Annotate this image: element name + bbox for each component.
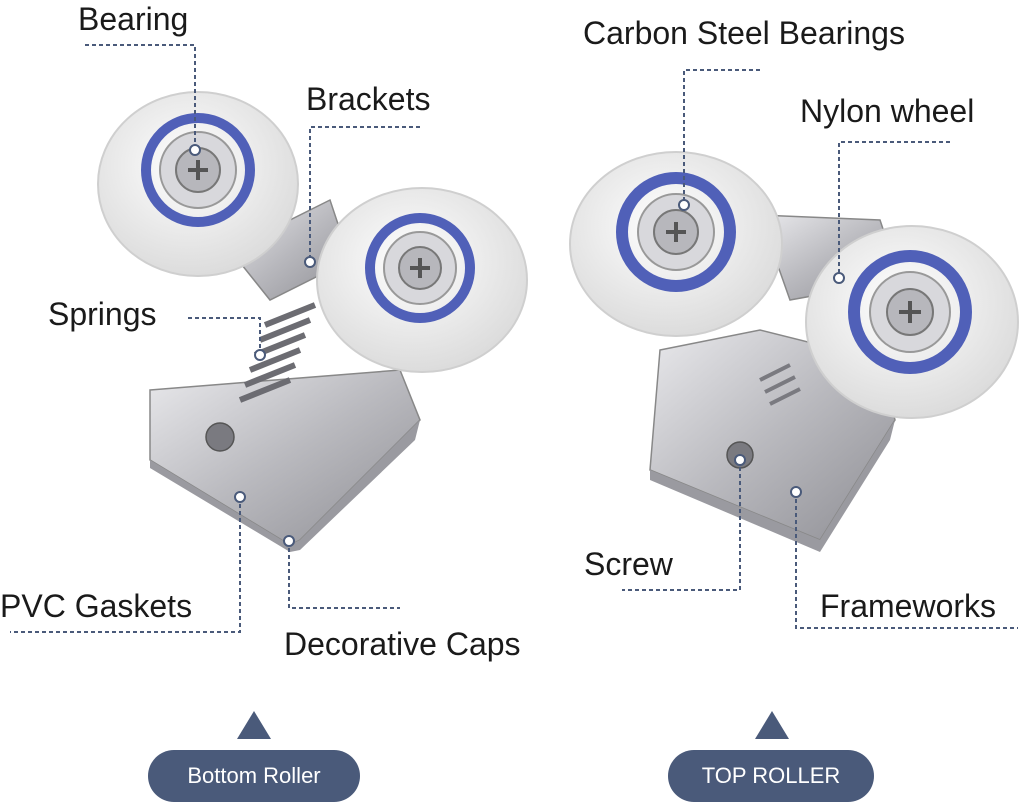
top-roller-wheel-2 [805,225,1019,419]
top-roller-screw-thread [759,363,801,406]
top-roller-pointer [755,711,789,739]
label-bearing: Bearing [78,1,189,37]
bottom-roller-pointer [237,711,271,739]
bottom-roller-caption: Bottom Roller [148,750,360,802]
top-roller-wheel-1 [569,151,783,337]
bottom-roller-spring [238,302,317,403]
bottom-roller-wheel-2 [316,187,528,373]
label-nylon-wheel: Nylon wheel [800,93,975,129]
label-brackets: Brackets [306,81,431,117]
label-decorative-caps: Decorative Caps [284,626,521,662]
label-carbon-steel-bearings: Carbon Steel Bearings [583,15,905,51]
top-roller-illustration [569,151,1019,552]
bottom-roller-base-screw [205,422,235,452]
label-frameworks: Frameworks [820,588,997,624]
label-springs: Springs [48,296,157,332]
label-screw: Screw [584,546,673,582]
top-roller-caption: TOP ROLLER [668,750,874,802]
label-pvc-gaskets: PVC Gaskets [0,588,193,624]
bottom-roller-body [149,369,421,546]
leader-dots [189,144,845,547]
leader-lines [10,44,1018,633]
bottom-roller-wheel-1 [97,91,299,277]
bottom-roller-illustration [97,91,528,552]
